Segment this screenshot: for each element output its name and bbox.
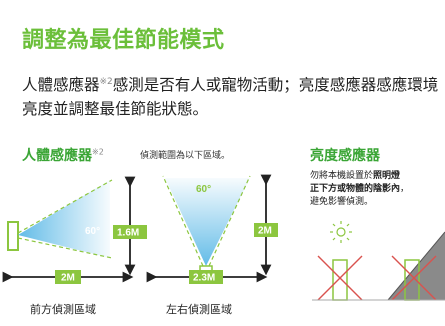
front-cone-edge-top xyxy=(17,179,113,234)
front-area-caption: 前方偵測區域 xyxy=(30,303,96,316)
cross-icon xyxy=(391,255,437,301)
intro-text-part2: 感測是否有人或寵物活動；亮度感應器感應環境亮度並調整最佳節能狀態。 xyxy=(22,76,439,119)
light-sensor-heading: 亮度感應器 xyxy=(310,148,380,164)
side-cone-edge-left xyxy=(162,175,204,267)
intro-footnote-mark: ※2 xyxy=(99,77,113,87)
light-scene-device xyxy=(332,259,348,301)
front-detection-diagram: 60° 1.6M 2M xyxy=(2,176,147,284)
motion-sensor-heading: 人體感應器※2 xyxy=(22,145,104,165)
side-detection-cone xyxy=(165,178,250,266)
motion-sensor-heading-text: 人體感應器 xyxy=(22,148,92,164)
light-sensor-diagram xyxy=(312,221,445,301)
light-sensor-line3: 避免影響偵測。 xyxy=(310,197,374,207)
side-angle-label: 60° xyxy=(196,184,211,195)
intro-text-part1: 人體感應器 xyxy=(22,76,100,95)
shadow-edge xyxy=(387,231,445,301)
intro-text: 人體感應器※2感測是否有人或寵物活動；亮度感應器感應環境亮度並調整最佳節能狀態。 xyxy=(22,70,442,121)
side-cone-edge-right xyxy=(208,175,251,267)
motion-sensor-footnote-mark: ※2 xyxy=(92,147,104,157)
cross-icon xyxy=(317,255,363,301)
page-title: 調整為最佳節能模式 xyxy=(22,28,225,53)
motion-sensor-note: 偵測範圍為以下區域。 xyxy=(140,151,231,161)
side-height-badge xyxy=(254,223,278,237)
side-distance-label: 2.3M xyxy=(193,273,215,284)
front-distance-badge xyxy=(55,270,81,284)
light-sensor-text: 勿將本機設置於照明燈 正下方或物體的陰影內， 避免影響偵測。 xyxy=(310,170,409,209)
front-detection-cone xyxy=(18,180,110,258)
side-area-caption: 左右偵測區域 xyxy=(166,303,232,316)
side-height-label: 2M xyxy=(258,226,272,237)
light-sensor-line1: 勿將本機設置於照明燈 xyxy=(310,171,401,181)
front-cone-edge-bottom xyxy=(17,237,113,259)
side-detection-diagram: 60° 2M 2.3M xyxy=(146,174,278,284)
front-device xyxy=(7,221,19,251)
front-height-badge xyxy=(113,225,147,239)
front-angle-label: 60° xyxy=(85,226,100,237)
front-distance-label: 2M xyxy=(61,273,75,284)
side-distance-badge xyxy=(189,270,223,284)
light-sensor-line2: 正下方或物體的陰影內， xyxy=(310,184,410,194)
front-height-label: 1.6M xyxy=(117,228,139,239)
sun-icon xyxy=(330,221,352,243)
